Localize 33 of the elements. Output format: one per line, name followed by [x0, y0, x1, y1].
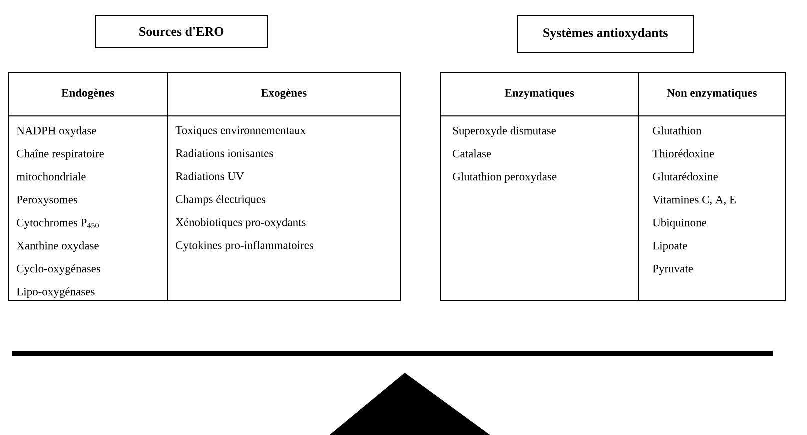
list-item: Radiations ionisantes — [176, 149, 274, 158]
list-item: Ubiquinone — [652, 218, 706, 230]
list-item: Superoxyde dismutase — [453, 126, 556, 138]
list-item: Xanthine oxydase — [16, 242, 99, 252]
table-column — [8, 72, 168, 302]
list-item: Cytochromes P$_{450}$ — [17, 218, 99, 230]
column-header: Enzymatiques — [504, 88, 574, 100]
list-item: Glutarédoxine — [653, 172, 718, 181]
list-item: Lipo-oxygénases — [16, 288, 95, 298]
column-header: Endogènes — [62, 88, 114, 100]
list-item: Cyclo-oxygénases — [17, 264, 100, 276]
list-item: Toxiques environnementaux — [176, 126, 306, 137]
list-item: Pyruvate — [652, 265, 694, 276]
list-item: Champs électriques — [176, 195, 266, 206]
list-item: Thiorédoxine — [652, 150, 714, 158]
list-item: Chaîne respiratoire mitochondriale — [16, 150, 104, 181]
list-item: Cytokines pro-inflammatoires — [176, 241, 314, 252]
list-item: Glutathion peroxydase — [453, 172, 557, 184]
column-header: Exogènes — [261, 88, 307, 100]
list-item: Catalase — [453, 150, 492, 158]
list-item: Vitamines C, A, E — [652, 196, 736, 206]
title-box: Sources d'ERO — [95, 15, 268, 48]
list-item: Lipoate — [652, 242, 688, 252]
list-item: Xénobiotiques pro-oxydants — [176, 218, 306, 229]
list-item: Radiations UV — [176, 172, 244, 180]
title-box: Systèmes antioxydants — [517, 15, 694, 54]
column-header: Non enzymatiques — [667, 88, 757, 100]
list-item: Peroxysomes — [16, 196, 78, 206]
table-column — [440, 72, 640, 302]
list-item: NADPH oxydase — [16, 126, 96, 138]
table-column — [167, 72, 402, 302]
table-column — [638, 72, 786, 302]
list-item: Glutathion — [653, 126, 702, 135]
